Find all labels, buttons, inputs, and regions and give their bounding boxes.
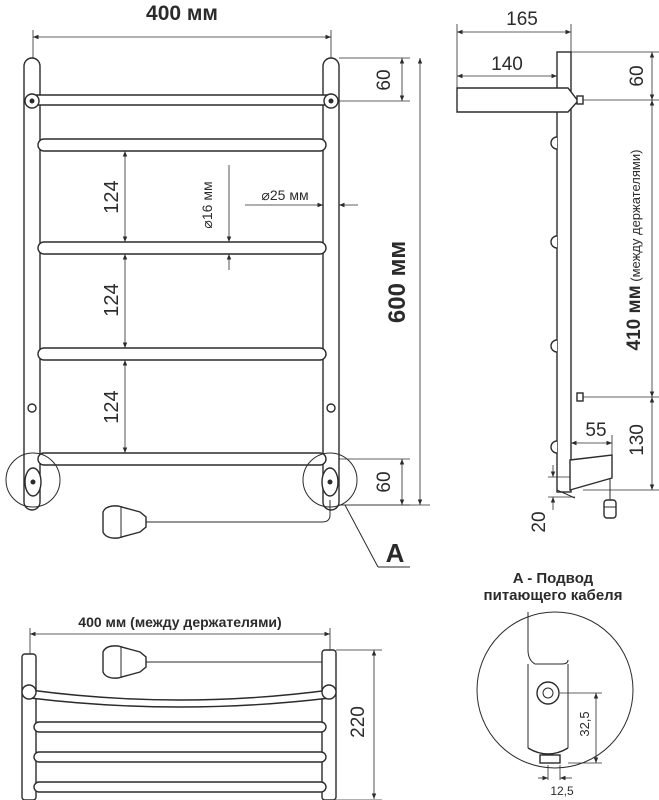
detail-12-5-label: 12,5	[550, 784, 574, 798]
bottom-left-circle	[5, 452, 61, 508]
bracket-mid-right	[326, 403, 336, 413]
tube-diameter-label: ⌀16 мм	[199, 181, 215, 228]
side-top-offset-label: 60	[627, 65, 648, 86]
top-offset-label: 60	[374, 69, 395, 90]
rung-bottom	[37, 452, 327, 466]
side-plug	[603, 499, 617, 519]
detail-title-line2: питающего кабеля	[484, 587, 623, 604]
side-view: 165 140 60 410 мм (между держателями) 13…	[456, 9, 659, 533]
spacing-label-2: 124	[101, 283, 123, 316]
top-width-label: 400 мм (между держателями)	[78, 614, 281, 630]
rail-diameter-label: ⌀25 мм	[261, 187, 308, 203]
top-rung-3	[33, 751, 327, 763]
top-view: 400 мм (между держателями) 220	[21, 614, 382, 800]
front-view: 400 мм A 6	[5, 2, 430, 568]
rung-4	[37, 347, 327, 361]
top-bracket-left	[21, 684, 37, 700]
rung-top	[31, 94, 333, 106]
detail-post-bottom	[527, 747, 569, 755]
spacing-label-1: 124	[101, 180, 123, 213]
side-rung-end-3	[550, 339, 558, 353]
right-upright	[322, 57, 340, 511]
bracket-mid-left	[27, 403, 37, 413]
side-top-bracket	[576, 95, 584, 105]
power-plug	[102, 505, 147, 539]
top-rung-curved	[29, 689, 331, 708]
side-bottom-20-label: 20	[529, 511, 550, 532]
side-rung-end-1	[550, 136, 558, 150]
callout-leader	[344, 504, 379, 568]
overall-height-label: 600 мм	[384, 241, 411, 323]
front-width-label: 400 мм	[146, 2, 218, 25]
side-bottom-box	[569, 454, 613, 491]
top-plug	[102, 645, 147, 679]
holders-distance-label: 410 мм (между держателями)	[624, 150, 645, 351]
side-upright	[556, 51, 572, 493]
rung-2	[37, 138, 327, 152]
detail-cable-exit	[539, 754, 561, 764]
side-top-bar	[456, 87, 579, 113]
detail-circle	[476, 611, 634, 769]
callout-letter: A	[386, 538, 405, 568]
bottom-offset-label: 60	[374, 471, 395, 492]
spacing-label-3: 124	[101, 390, 123, 423]
side-mid-bracket	[576, 392, 584, 402]
top-rung-2	[33, 721, 327, 733]
detail-32-5-label: 32,5	[577, 711, 592, 736]
side-bottom-130-label: 130	[627, 424, 648, 456]
side-bottom-55-label: 55	[585, 420, 606, 441]
power-cable	[145, 500, 331, 523]
detail-fitting	[536, 681, 560, 705]
top-depth-label: 220	[348, 706, 369, 738]
side-rung-end-2	[550, 235, 558, 249]
side-depth-bar-label: 140	[491, 54, 523, 75]
detail-title-line1: A - Подвод	[513, 570, 594, 587]
top-bracket-right	[321, 684, 337, 700]
detail-a: A - Подвод питающего кабеля 32,5 12,5	[476, 570, 634, 798]
left-upright	[23, 57, 41, 511]
rung-3	[37, 241, 327, 255]
detail-post-outline	[527, 612, 569, 665]
top-rung-4	[33, 781, 327, 793]
side-depth-overall-label: 165	[506, 9, 538, 30]
side-rung-end-4	[550, 440, 558, 454]
